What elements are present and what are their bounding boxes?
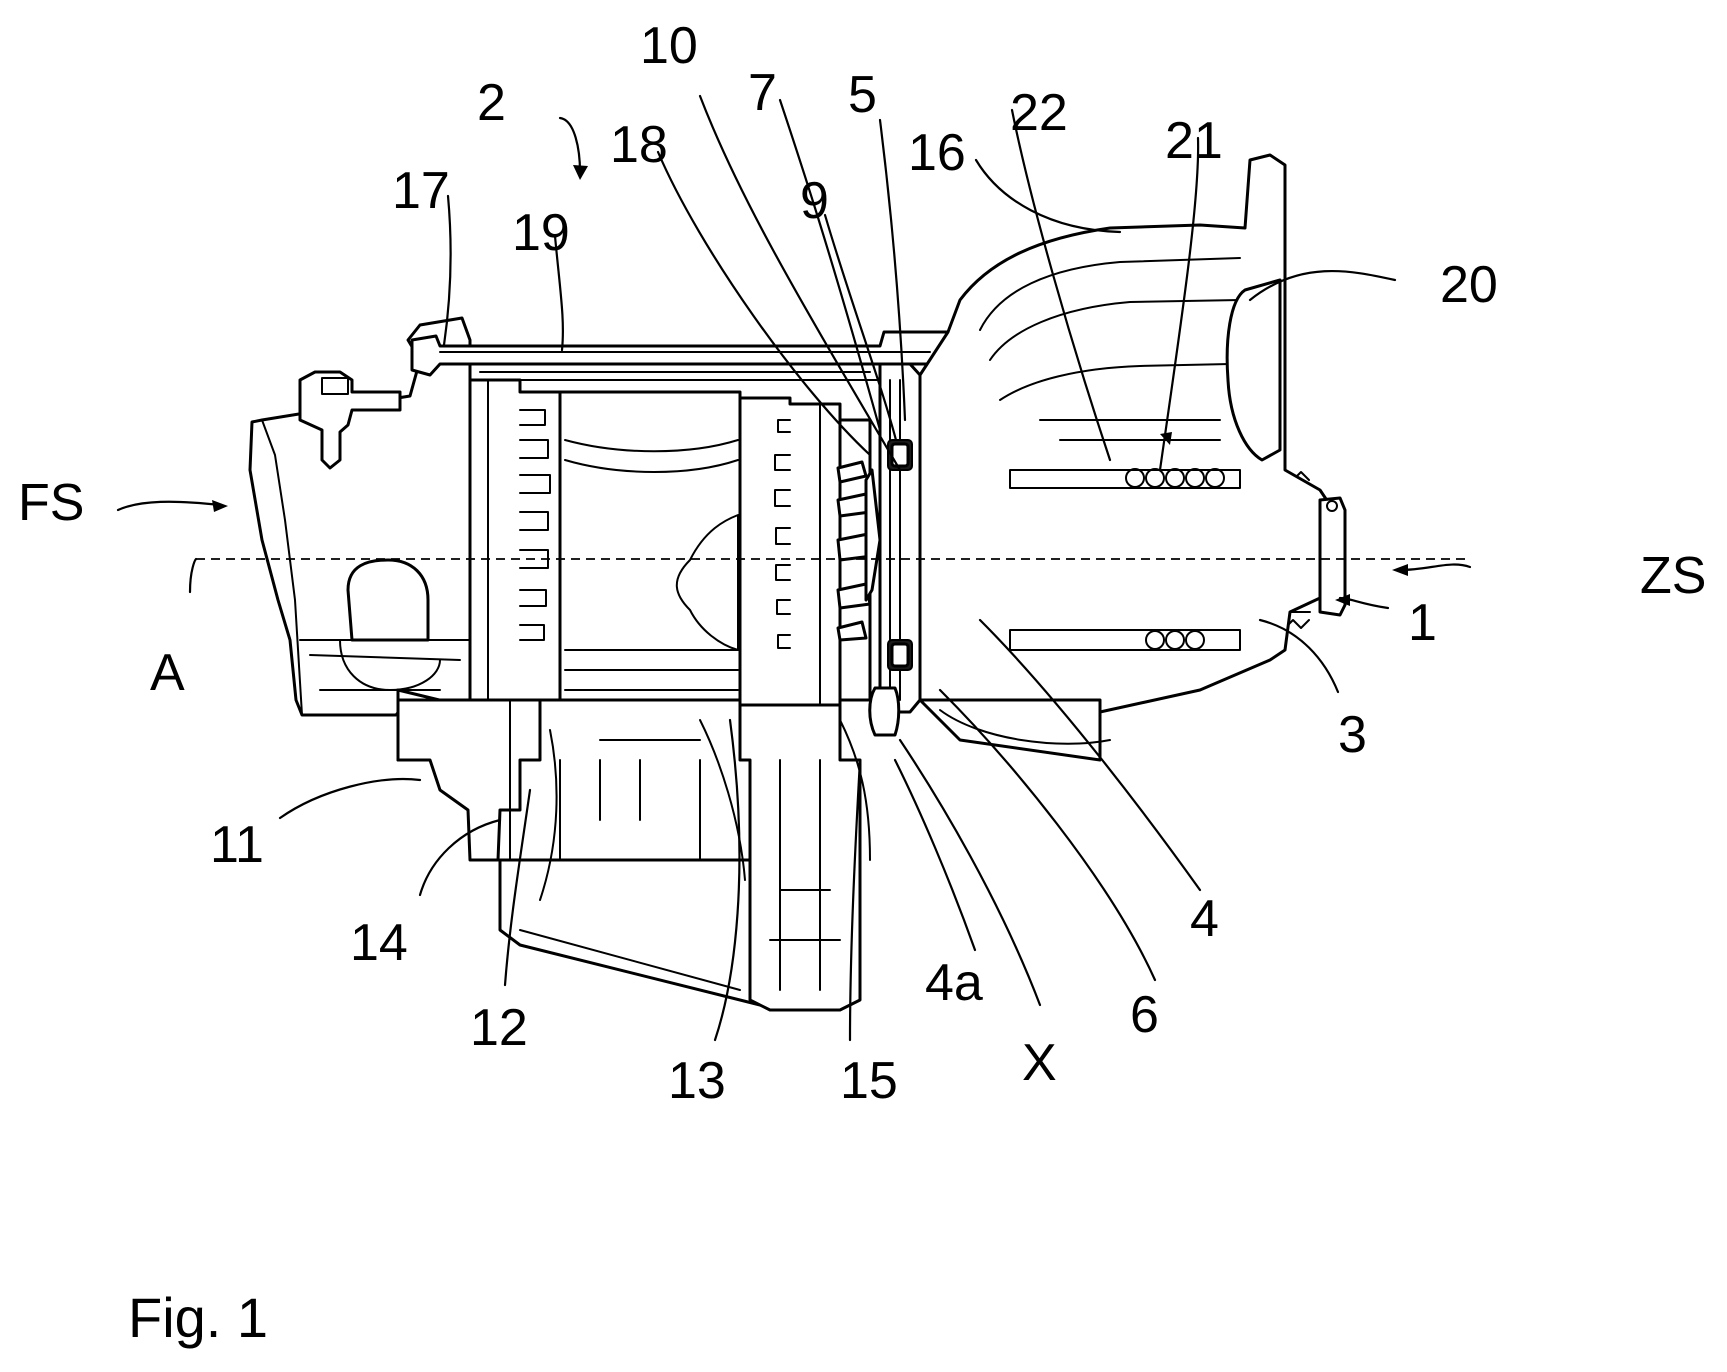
label-18: 18 (610, 116, 668, 174)
top-plate (412, 332, 948, 380)
label-3: 3 (1338, 706, 1367, 764)
label-21: 21 (1165, 112, 1223, 170)
label-5: 5 (848, 66, 877, 124)
label-11: 11 (210, 816, 264, 874)
label-14: 14 (350, 914, 408, 972)
label-zs: ZS (1640, 547, 1706, 605)
label-4: 4 (1190, 890, 1219, 948)
left-end-housing (250, 318, 470, 760)
left-piston (470, 380, 560, 700)
figure-caption: Fig. 1 (128, 1285, 268, 1350)
label-12: 12 (470, 999, 528, 1057)
label-1: 1 (1408, 594, 1437, 652)
label-16: 16 (908, 124, 966, 182)
label-15: 15 (840, 1052, 898, 1110)
label-19: 19 (512, 204, 570, 262)
label-7: 7 (748, 64, 777, 122)
label-13: 13 (668, 1052, 726, 1110)
label-10: 10 (640, 17, 698, 75)
label-6: 6 (1130, 986, 1159, 1044)
label-20: 20 (1440, 256, 1498, 314)
bottom-bracket (398, 700, 870, 1010)
label-2: 2 (477, 74, 506, 132)
label-9: 9 (800, 172, 829, 230)
right-casing (920, 155, 1345, 760)
label-a: A (150, 644, 185, 702)
label-4a: 4a (925, 954, 983, 1012)
label-17: 17 (392, 162, 450, 220)
label-22: 22 (1010, 84, 1068, 142)
central-chamber (560, 392, 740, 700)
label-x: X (1022, 1034, 1057, 1092)
label-fs: FS (18, 474, 84, 532)
